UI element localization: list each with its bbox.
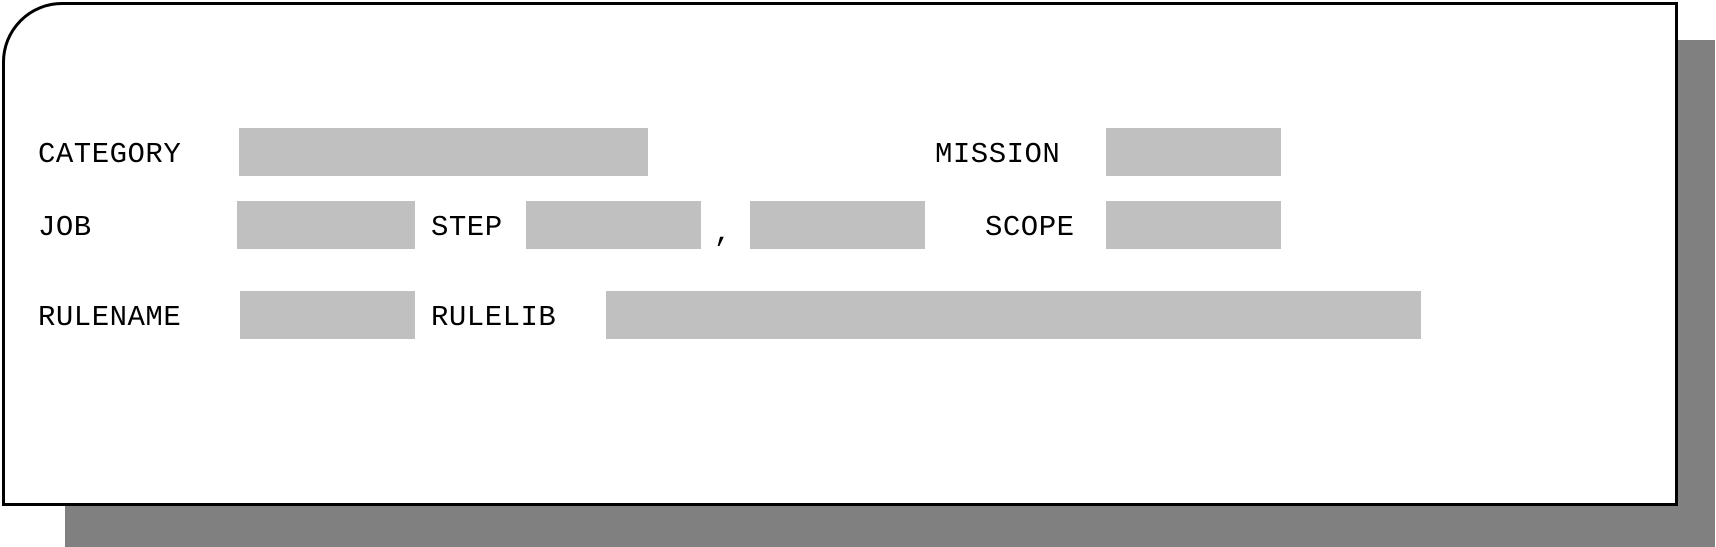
job-label: JOB — [38, 211, 92, 244]
scope-input[interactable] — [1106, 201, 1281, 249]
step-input[interactable] — [526, 201, 701, 249]
form-panel: CATEGORY MISSION JOB STEP , SCOPE RULENA… — [2, 2, 1678, 506]
step-label: STEP — [431, 211, 503, 244]
job-input[interactable] — [237, 201, 415, 249]
rulelib-label: RULELIB — [431, 301, 557, 334]
step-separator: , — [714, 217, 732, 250]
scope-label: SCOPE — [985, 211, 1075, 244]
step-proc-input[interactable] — [750, 201, 925, 249]
rulename-input[interactable] — [240, 291, 415, 339]
category-label: CATEGORY — [38, 138, 182, 171]
mission-input[interactable] — [1106, 128, 1281, 176]
category-input[interactable] — [239, 128, 648, 176]
rulename-label: RULENAME — [38, 301, 182, 334]
mission-label: MISSION — [935, 138, 1061, 171]
rulelib-input[interactable] — [606, 291, 1421, 339]
